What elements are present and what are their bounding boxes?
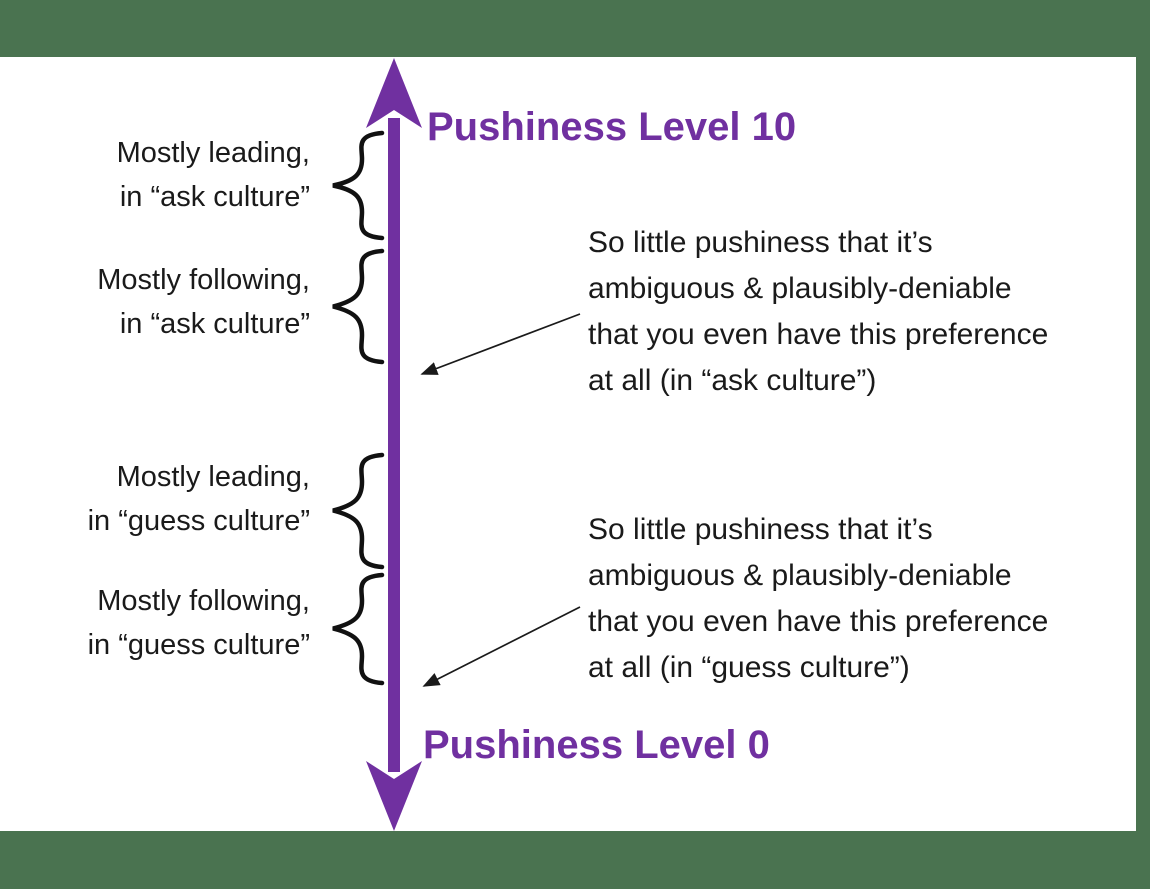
label-line: in “guess culture” [87, 629, 310, 661]
label-guess-following: Mostly following, in “guess culture” [20, 579, 310, 667]
annotation-line: that you even have this preference [588, 318, 1049, 351]
axis-label-top: Pushiness Level 10 [427, 105, 797, 149]
label-line: Mostly following, [97, 264, 310, 296]
label-ask-following: Mostly following, in “ask culture” [20, 258, 310, 346]
label-line: Mostly leading, [116, 461, 310, 493]
label-guess-leading: Mostly leading, in “guess culture” [20, 455, 310, 543]
annotation-text-guess: So little pushiness that it’s ambiguous … [588, 507, 1048, 691]
slide-canvas [0, 57, 1136, 831]
label-line: in “ask culture” [119, 308, 310, 340]
annotation-line: So little pushiness that it’s [588, 226, 933, 259]
label-line: Mostly following, [97, 585, 310, 617]
label-line: in “guess culture” [87, 505, 310, 537]
annotation-text-ask: So little pushiness that it’s ambiguous … [588, 220, 1048, 404]
annotation-line: that you even have this preference [588, 605, 1049, 638]
label-line: Mostly leading, [116, 137, 310, 169]
label-line: in “ask culture” [119, 181, 310, 213]
label-ask-leading: Mostly leading, in “ask culture” [20, 131, 310, 219]
annotation-line: at all (in “ask culture”) [588, 364, 877, 397]
axis-label-bottom: Pushiness Level 0 [423, 723, 770, 767]
annotation-line: at all (in “guess culture”) [588, 651, 910, 684]
annotation-line: So little pushiness that it’s [588, 513, 933, 546]
annotation-line: ambiguous & plausibly-deniable [588, 272, 1012, 305]
annotation-line: ambiguous & plausibly-deniable [588, 559, 1012, 592]
